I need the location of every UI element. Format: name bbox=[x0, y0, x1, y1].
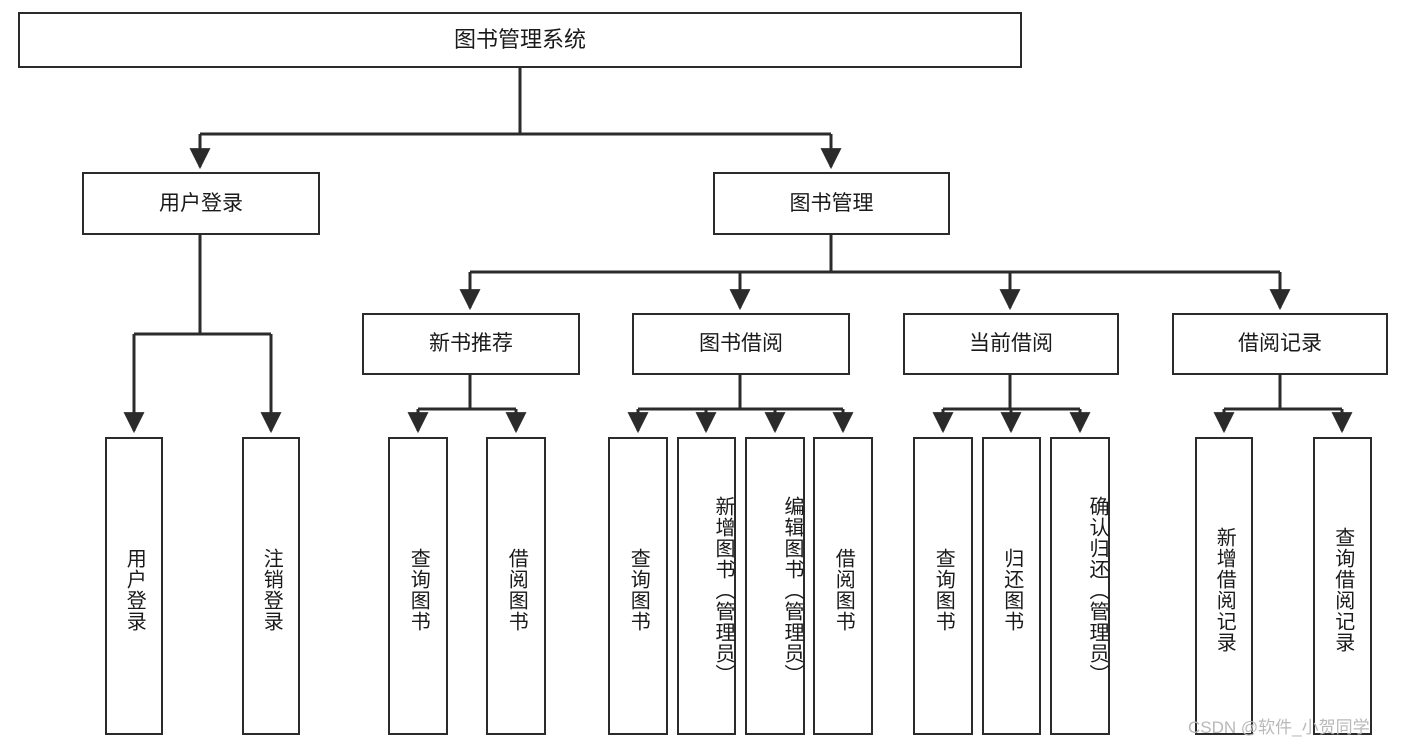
leaf-current-borrow-confirm-return-admin[interactable]: 确认归还（管理员） bbox=[1050, 437, 1110, 735]
leaf-book-borrow-edit-book-admin[interactable]: 编辑图书（管理员） bbox=[745, 437, 805, 735]
node-label: 用户登录 bbox=[123, 548, 146, 632]
node-user-login[interactable]: 用户登录 bbox=[82, 172, 320, 235]
node-label: 图书管理 bbox=[789, 191, 874, 215]
node-label: 编辑图书（管理员） bbox=[781, 495, 803, 685]
node-label: 新增借阅记录 bbox=[1213, 527, 1236, 653]
node-book-borrow[interactable]: 图书借阅 bbox=[632, 313, 850, 375]
node-label: 归还图书 bbox=[1000, 548, 1023, 632]
node-label: 图书管理系统 bbox=[453, 26, 586, 52]
node-label: 查询图书 bbox=[407, 548, 430, 632]
leaf-new-book-borrow-book[interactable]: 借阅图书 bbox=[486, 437, 546, 735]
leaf-book-borrow-borrow-book[interactable]: 借阅图书 bbox=[813, 437, 873, 735]
node-label: 借阅记录 bbox=[1238, 332, 1322, 356]
node-label: 借阅图书 bbox=[832, 548, 855, 632]
watermark: CSDN @软件_小贺同学 bbox=[1188, 718, 1370, 737]
leaf-current-borrow-return-book[interactable]: 归还图书 bbox=[982, 437, 1041, 735]
node-label: 借阅图书 bbox=[505, 548, 528, 632]
leaf-user-login-login[interactable]: 用户登录 bbox=[105, 437, 163, 735]
leaf-borrow-record-query-record[interactable]: 查询借阅记录 bbox=[1313, 437, 1372, 735]
node-label: 新增图书（管理员） bbox=[712, 495, 734, 685]
node-label: 查询借阅记录 bbox=[1331, 527, 1354, 653]
node-label: 用户登录 bbox=[159, 191, 243, 215]
leaf-book-borrow-query-book[interactable]: 查询图书 bbox=[608, 437, 668, 735]
node-current-borrow[interactable]: 当前借阅 bbox=[903, 313, 1119, 375]
node-label: 查询图书 bbox=[932, 548, 955, 632]
leaf-book-borrow-add-book-admin[interactable]: 新增图书（管理员） bbox=[677, 437, 736, 735]
node-label: 当前借阅 bbox=[969, 332, 1053, 356]
node-label: 确认归还（管理员） bbox=[1086, 495, 1108, 685]
node-book-management[interactable]: 图书管理 bbox=[713, 172, 950, 235]
leaf-user-login-logout[interactable]: 注销登录 bbox=[242, 437, 300, 735]
node-new-book-recommend[interactable]: 新书推荐 bbox=[362, 313, 580, 375]
leaf-current-borrow-query-book[interactable]: 查询图书 bbox=[913, 437, 973, 735]
node-label: 图书借阅 bbox=[699, 332, 783, 356]
node-label: 新书推荐 bbox=[429, 332, 513, 356]
node-borrow-record[interactable]: 借阅记录 bbox=[1172, 313, 1388, 375]
node-label: 查询图书 bbox=[627, 548, 650, 632]
node-label: 注销登录 bbox=[260, 548, 283, 632]
node-root-book-management-system[interactable]: 图书管理系统 bbox=[18, 12, 1022, 68]
leaf-new-book-query-book[interactable]: 查询图书 bbox=[388, 437, 448, 735]
leaf-borrow-record-add-record[interactable]: 新增借阅记录 bbox=[1195, 437, 1253, 735]
